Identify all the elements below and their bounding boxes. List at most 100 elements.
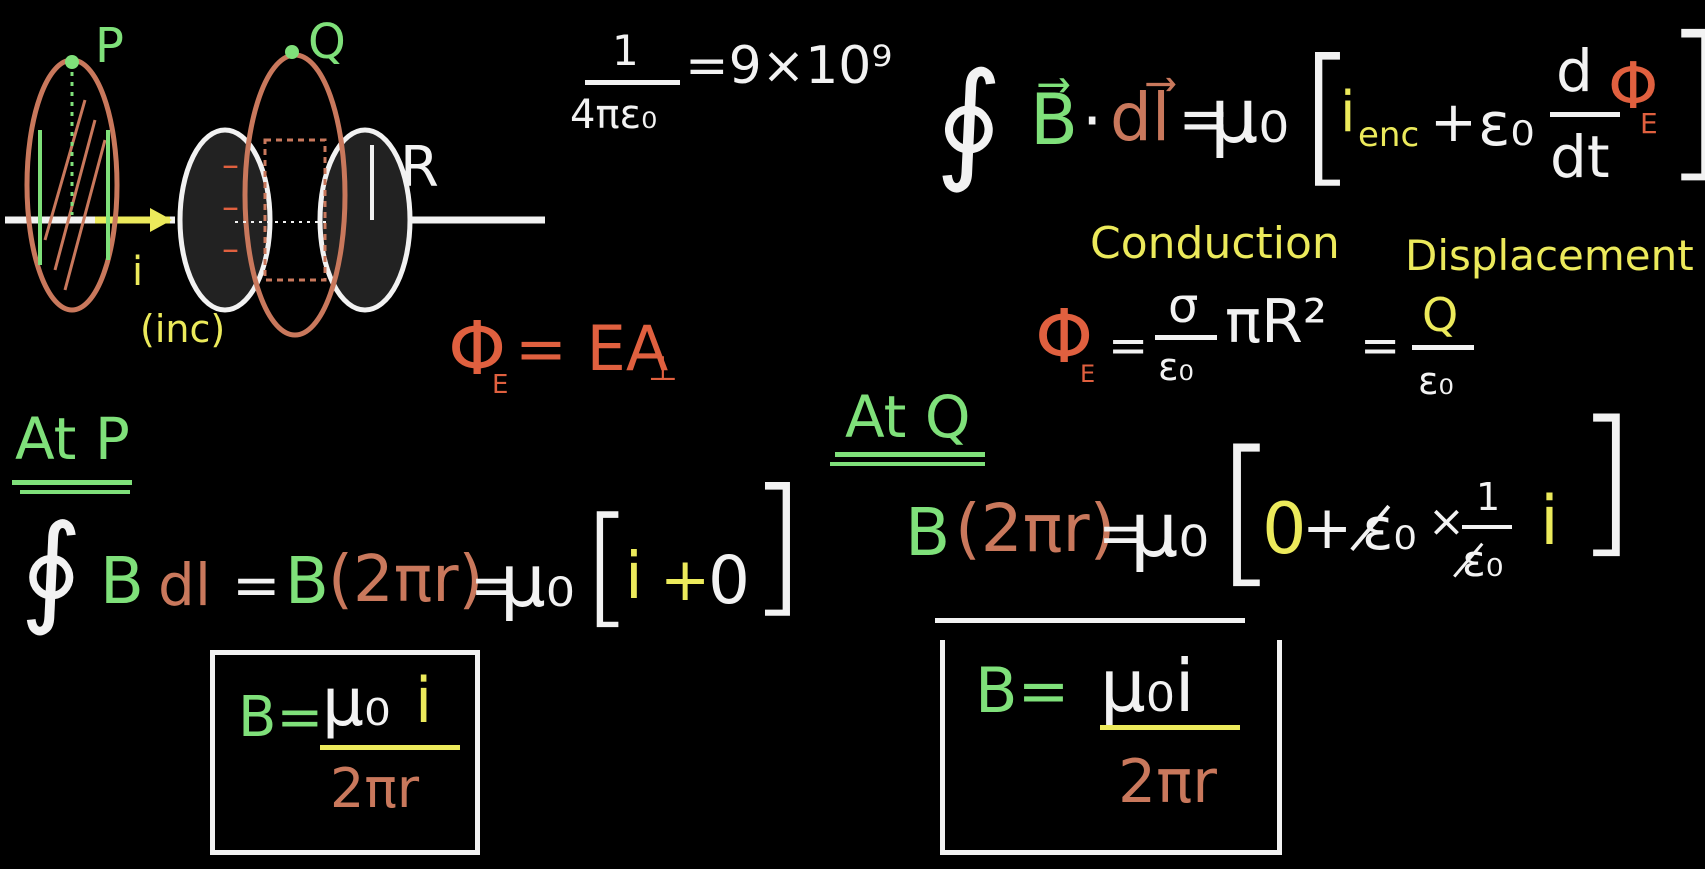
flux-calc-eps1: ε₀ (1158, 345, 1194, 389)
flux-calc-sub: E (1080, 360, 1096, 388)
at-q-result-bar (1100, 725, 1240, 730)
plate-charge-1: – (222, 145, 239, 185)
flux-def-phi: Φ (448, 306, 507, 392)
at-p-lbracket: [ (582, 489, 633, 641)
ampere-dl: dl⃗ (1110, 79, 1171, 156)
underline-at-p-2 (20, 490, 130, 494)
at-q-eps-den: ε̸₀ (1462, 536, 1504, 587)
label-displacement: Displacement (1405, 231, 1694, 280)
flux-def-rhs: = EA (515, 312, 669, 385)
point-p-dot (65, 55, 79, 69)
flux-def-sub: E (492, 370, 509, 400)
ampere-contour-integral: ∮ (935, 44, 1003, 196)
at-p-eq2: = (470, 551, 519, 619)
point-q-dot (285, 45, 299, 59)
at-q-result-box (940, 640, 1282, 855)
at-p-dl: dl (158, 551, 211, 619)
ampere-phi: Φ (1608, 50, 1659, 124)
at-p-result-box (210, 650, 480, 855)
at-q-eps0: ε̸₀ (1362, 495, 1417, 563)
flux-calc-eps2: ε₀ (1418, 359, 1454, 403)
at-q-rbracket: ] (1575, 386, 1638, 573)
point-q-label: Q (308, 14, 346, 70)
at-q-lbracket: [ (1215, 416, 1278, 603)
ampere-equals: = (1178, 82, 1230, 155)
ampere-plus: + (1430, 90, 1477, 155)
at-q-plus: + (1302, 493, 1353, 563)
coulomb-numerator: 1 (612, 26, 639, 75)
at-q-eq: = (1098, 499, 1147, 567)
flux-calc-bar1 (1155, 335, 1217, 340)
underline-at-p-1 (12, 480, 132, 485)
flux-def-perp: ⊥ (648, 349, 678, 389)
at-q-one: 1 (1476, 475, 1501, 519)
underline-at-q-1 (835, 452, 985, 457)
at-p-result-bar (320, 745, 460, 750)
flux-calc-eq1: = (1108, 318, 1149, 374)
flux-calc-bar2 (1412, 345, 1474, 350)
at-q-times: × (1428, 496, 1465, 547)
ampere-dot: · (1082, 85, 1103, 159)
at-p-B2: B (285, 545, 329, 619)
plate-charge-2: – (222, 187, 239, 227)
at-p-plus: + (660, 545, 711, 615)
ampere-mu0: μ₀ (1210, 71, 1289, 160)
at-p-result-mu: μ₀ (322, 664, 391, 741)
at-q-box-top (935, 618, 1245, 623)
radius-label: R (400, 135, 439, 200)
at-q-result-B: B= (975, 654, 1070, 727)
at-p-two-pi-r: (2πr) (328, 543, 484, 617)
at-p-contour-integral: ∮ (20, 500, 83, 639)
at-q-i: i (1540, 482, 1559, 561)
coulomb-rhs: =9×10⁹ (685, 36, 893, 96)
at-q-B: B (905, 494, 951, 571)
flux-calc-phi: Φ (1035, 294, 1094, 380)
heading-at-p: At P (15, 405, 130, 473)
at-q-mu0: μ₀ (1130, 485, 1209, 574)
at-p-i: i (625, 540, 643, 614)
at-p-rbracket: ] (748, 458, 807, 632)
at-q-result-den: 2πr (1118, 747, 1217, 817)
underline-at-q-2 (830, 462, 985, 466)
ampere-eps0: ε₀ (1478, 90, 1535, 160)
current-arrow-head (150, 208, 172, 232)
plate-charge-3: – (222, 229, 239, 269)
at-q-fraction-bar (1462, 525, 1512, 529)
coulomb-denominator: 4πε₀ (570, 92, 658, 138)
at-q-two-pi-r: (2πr) (955, 490, 1116, 567)
current-label: i (132, 249, 144, 295)
ampere-rbracket: ] (1662, 15, 1705, 185)
at-p-result-B: B= (238, 685, 324, 750)
at-p-result-den: 2πr (330, 757, 420, 820)
loop-hatch-2 (63, 139, 107, 291)
ampere-enc: enc (1358, 115, 1420, 155)
ampere-dt: dt (1550, 123, 1610, 191)
at-p-mu0: μ₀ (500, 539, 575, 623)
ampere-d: d (1556, 37, 1593, 105)
ampere-lbracket: [ (1298, 28, 1357, 202)
ampere-i: i (1340, 80, 1356, 145)
at-p-eq1: = (232, 551, 281, 619)
loop-q-hatch (263, 138, 327, 282)
ampere-B: B⃗ (1030, 79, 1079, 161)
at-p-result-i: i (415, 664, 433, 737)
flux-calc-pir2: πR² (1225, 287, 1327, 357)
capacitor-diagram (5, 45, 545, 338)
at-q-result-num: μ₀i (1100, 644, 1195, 728)
current-note: (inc) (140, 307, 226, 351)
label-conduction: Conduction (1090, 218, 1340, 269)
loop-hatch-1 (53, 119, 97, 271)
ampere-phi-sub: E (1640, 107, 1658, 140)
ampere-fraction-bar (1550, 112, 1620, 117)
flux-calc-eq2: = (1360, 318, 1401, 374)
flux-calc-Q: Q (1422, 288, 1459, 342)
at-q-zero: 0 (1262, 488, 1307, 570)
point-p-label: P (95, 18, 124, 74)
coulomb-fraction-bar (585, 80, 680, 85)
flux-calc-sigma: σ (1168, 278, 1199, 334)
at-p-zero: 0 (708, 542, 750, 619)
at-p-B: B (100, 545, 144, 619)
loop-hatch-3 (43, 99, 87, 241)
heading-at-q: At Q (845, 383, 971, 451)
